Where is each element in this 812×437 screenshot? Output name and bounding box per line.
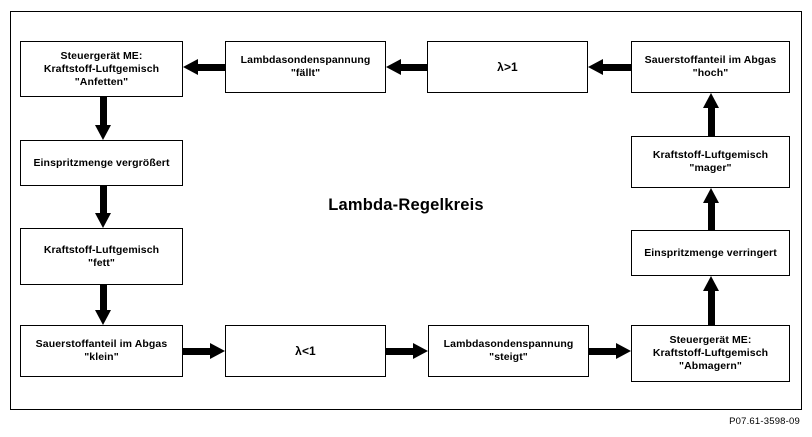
arrow-steuergeraet-abmagern-to-einspritzmenge-verringert	[703, 276, 719, 325]
node-label: Steuergerät ME: Kraftstoff-Luftgemisch "…	[652, 334, 769, 372]
node-label: λ>1	[497, 59, 518, 74]
node-label: Einspritzmenge vergrößert	[33, 156, 170, 169]
arrow-sauerstoff-hoch-to-lambda-groesser-1	[588, 59, 631, 75]
arrow-einspritzmenge-to-gemisch-fett	[95, 186, 111, 228]
node-einspritzmenge-verringert[interactable]: Einspritzmenge verringert	[631, 230, 790, 276]
diagram-title: Lambda-Regelkreis	[328, 196, 484, 214]
arrow-gemisch-fett-to-sauerstoff-klein	[95, 285, 111, 325]
node-gemisch-fett[interactable]: Kraftstoff-Luftgemisch "fett"	[20, 228, 183, 285]
node-gemisch-mager[interactable]: Kraftstoff-Luftgemisch "mager"	[631, 136, 790, 188]
node-label: Lambdasondenspannung "steigt"	[443, 338, 574, 363]
node-label: Sauerstoffanteil im Abgas "klein"	[35, 338, 168, 363]
arrow-spannung-steigt-to-steuergeraet-abmagern	[589, 343, 631, 359]
node-label: Lambdasondenspannung "fällt"	[240, 54, 371, 79]
node-label: λ<1	[295, 343, 316, 358]
arrow-sauerstoff-klein-to-lambda-kleiner-1	[183, 343, 225, 359]
node-label: Einspritzmenge verringert	[644, 246, 777, 259]
node-einspritzmenge-vergroessert[interactable]: Einspritzmenge vergrößert	[20, 140, 183, 186]
arrow-einspritzmenge-verringert-to-gemisch-mager	[703, 188, 719, 230]
arrow-spannung-faellt-to-steuergeraet-anfetten	[183, 59, 225, 75]
arrow-steuergeraet-anfetten-to-einspritzmenge	[95, 97, 111, 140]
arrow-gemisch-mager-to-sauerstoff-hoch	[703, 93, 719, 136]
node-lambda-groesser-1[interactable]: λ>1	[427, 41, 588, 93]
node-label: Kraftstoff-Luftgemisch "fett"	[43, 243, 160, 269]
node-sauerstoff-klein[interactable]: Sauerstoffanteil im Abgas "klein"	[20, 325, 183, 377]
node-spannung-steigt[interactable]: Lambdasondenspannung "steigt"	[428, 325, 589, 377]
node-spannung-faellt[interactable]: Lambdasondenspannung "fällt"	[225, 41, 386, 93]
arrow-lambda-kleiner-1-to-spannung-steigt	[386, 343, 428, 359]
node-label: Kraftstoff-Luftgemisch "mager"	[652, 149, 769, 174]
node-steuergeraet-anfetten[interactable]: Steuergerät ME: Kraftstoff-Luftgemisch "…	[20, 41, 183, 97]
node-label: Steuergerät ME: Kraftstoff-Luftgemisch "…	[43, 49, 160, 88]
node-label: Sauerstoffanteil im Abgas "hoch"	[644, 54, 777, 79]
node-sauerstoff-hoch[interactable]: Sauerstoffanteil im Abgas "hoch"	[631, 41, 790, 93]
part-number: P07.61-3598-09	[729, 416, 800, 427]
arrow-lambda-groesser-1-to-spannung-faellt	[386, 59, 427, 75]
node-lambda-kleiner-1[interactable]: λ<1	[225, 325, 386, 377]
node-steuergeraet-abmagern[interactable]: Steuergerät ME: Kraftstoff-Luftgemisch "…	[631, 325, 790, 382]
